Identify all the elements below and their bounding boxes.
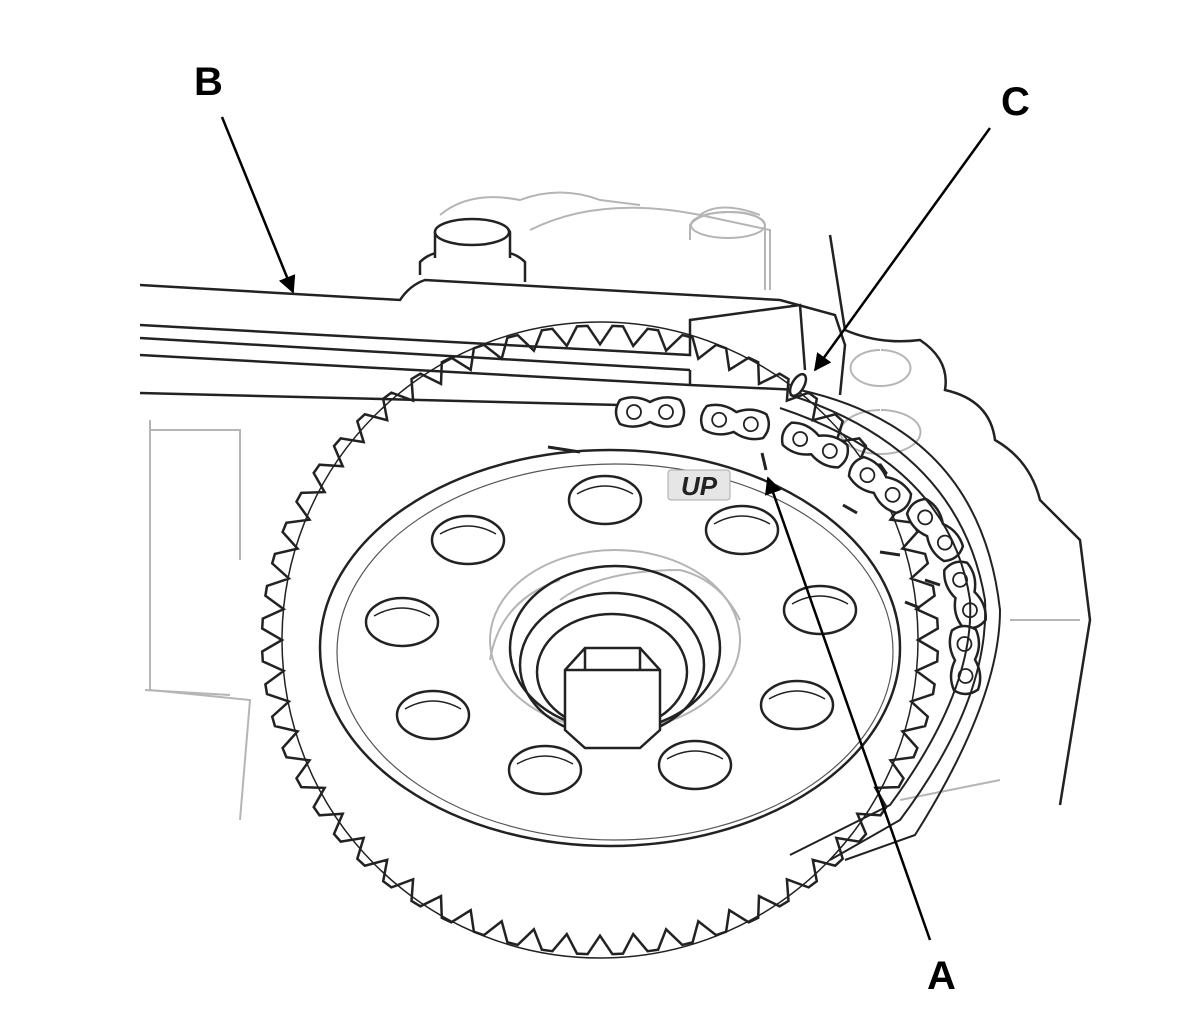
sprocket-hole [704, 504, 780, 556]
cam-sprocket [260, 321, 940, 959]
leader-a [764, 476, 932, 941]
timing-cover-outline [828, 234, 1092, 806]
rear-bolt [689, 210, 766, 290]
engine-background-outline [144, 191, 1080, 821]
sprocket-hole [364, 596, 440, 648]
chain-link [943, 560, 987, 630]
sprocket-hole [395, 689, 471, 741]
sprocket-hole [657, 739, 733, 791]
leader-c [813, 127, 992, 372]
sprocket-timing-marks [547, 445, 941, 610]
sprocket-holes [364, 474, 858, 796]
sprocket-hole [567, 474, 643, 526]
sprocket-hole-rim [713, 515, 771, 525]
guide-bolt [418, 217, 527, 282]
sprocket-center-bolt [489, 549, 741, 750]
sprocket-hole [430, 514, 506, 566]
sprocket-hole-rim [768, 690, 826, 700]
sprocket-hole-rim [516, 755, 574, 765]
sprocket-hole-rim [404, 700, 462, 710]
sprocket-hole [782, 584, 858, 636]
alignment-pin-c [788, 372, 808, 398]
chain-link [780, 421, 850, 469]
sprocket-hole-rim [373, 607, 431, 617]
chain-guide-b [139, 278, 847, 407]
chain-link [699, 403, 771, 441]
timing-chain-band [779, 389, 1002, 861]
timing-chain [614, 396, 987, 696]
sprocket-teeth-outline [260, 324, 940, 956]
callout-label-a: A [927, 954, 956, 998]
up-stamp-text: UP [681, 471, 718, 501]
sprocket-hole-rim [666, 750, 724, 760]
leader-b [220, 116, 296, 294]
sprocket-hole [507, 744, 583, 796]
sprocket-hole-rim [576, 485, 634, 495]
callout-label-c: C [1001, 80, 1030, 124]
up-stamp: UP [667, 469, 731, 501]
sprocket-hole-rim [439, 525, 497, 535]
callout-label-b: B [194, 60, 223, 104]
chain-link [614, 396, 686, 428]
callout-leaders [220, 116, 992, 941]
sprocket-hole-rim [791, 595, 849, 605]
sprocket-hole [759, 679, 835, 731]
chain-link [847, 455, 913, 515]
